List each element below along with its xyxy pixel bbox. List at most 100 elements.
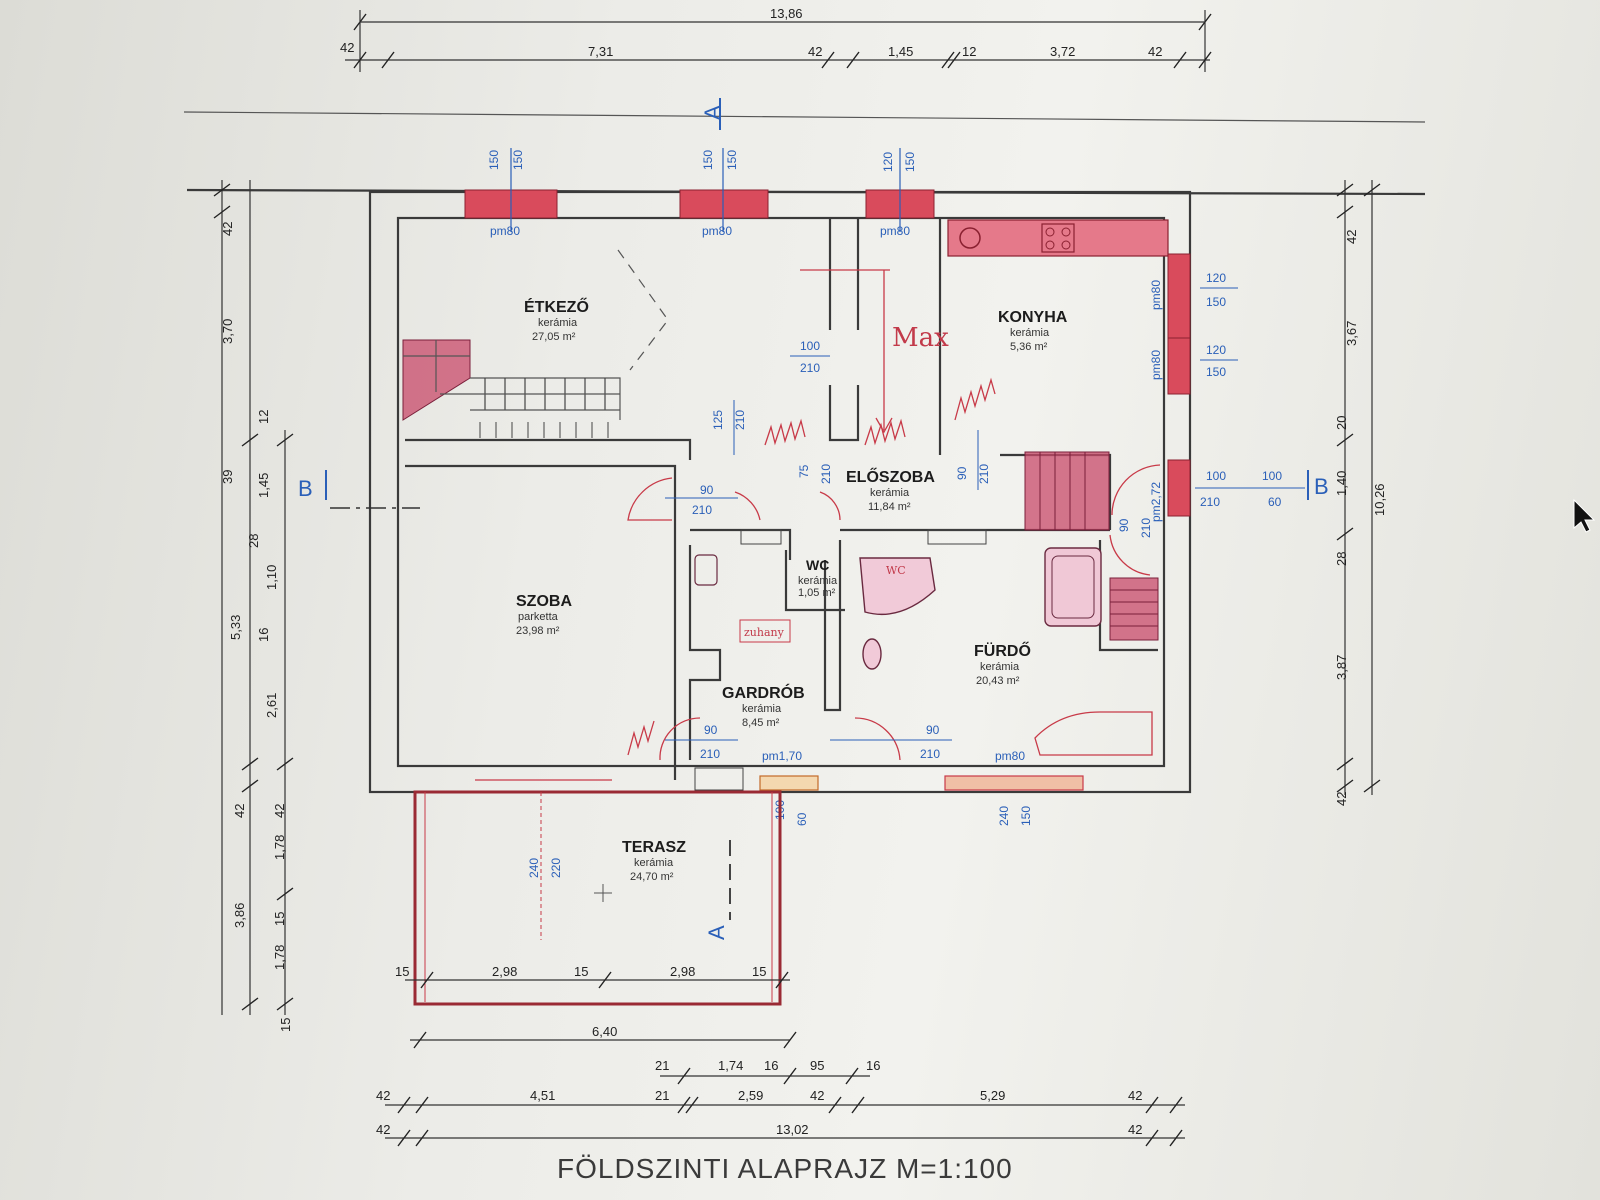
svg-text:150: 150: [903, 152, 917, 172]
svg-text:210: 210: [1200, 495, 1220, 509]
svg-text:210: 210: [977, 464, 991, 484]
door-annotations: 100 210 125 210 75 210 90 210 90 210 100…: [665, 339, 1305, 761]
mouse-cursor-icon: [1573, 498, 1596, 533]
svg-text:42: 42: [376, 1088, 390, 1103]
svg-text:100: 100: [1206, 469, 1226, 483]
room-floor: kerámia: [538, 317, 578, 329]
svg-text:90: 90: [926, 723, 940, 737]
svg-text:210: 210: [733, 410, 747, 430]
svg-text:pm80: pm80: [1149, 350, 1163, 380]
svg-text:42: 42: [1334, 792, 1349, 806]
svg-text:150: 150: [725, 150, 739, 170]
room-wc: WC kerámia 1,05 m²: [798, 557, 838, 599]
room-area: 20,43 m²: [976, 675, 1020, 687]
dim-top-12: 12: [962, 44, 976, 59]
svg-text:220: 220: [549, 858, 563, 878]
svg-text:16: 16: [764, 1058, 778, 1073]
dim-top-42c: 42: [1148, 44, 1162, 59]
svg-text:10,26: 10,26: [1372, 483, 1387, 516]
svg-text:3,87: 3,87: [1334, 655, 1349, 680]
dim-terrace-width: 6,40: [592, 1024, 617, 1039]
wc-note: WC: [886, 564, 906, 577]
dim-top-731: 7,31: [588, 44, 613, 59]
room-area: 1,05 m²: [798, 587, 836, 599]
room-floor: kerámia: [980, 661, 1020, 673]
dim-top-42b: 42: [808, 44, 822, 59]
section-line-top: [183, 111, 1426, 123]
svg-text:100: 100: [800, 339, 820, 353]
door-swings: [627, 464, 1161, 791]
svg-text:1,40: 1,40: [1334, 471, 1349, 496]
svg-text:pm80: pm80: [880, 224, 910, 238]
room-etkezo: ÉTKEZŐ kerámia 27,05 m²: [524, 297, 589, 343]
svg-text:13,02: 13,02: [776, 1122, 809, 1137]
svg-text:150: 150: [701, 150, 715, 170]
svg-text:90: 90: [704, 723, 718, 737]
svg-text:3,70: 3,70: [220, 319, 235, 344]
svg-text:pm80: pm80: [995, 749, 1025, 763]
section-b: B B: [298, 470, 1329, 509]
terrace: 240 220 TERASZ kerámia 24,70 m² A: [413, 790, 782, 1006]
svg-text:12: 12: [256, 410, 271, 424]
window-2: 150 150 pm80: [679, 148, 769, 238]
svg-text:120: 120: [881, 152, 895, 172]
room-konyha: KONYHA kerámia 5,36 m²: [998, 309, 1068, 353]
svg-text:28: 28: [246, 534, 261, 548]
room-name: SZOBA: [516, 593, 572, 610]
svg-text:28: 28: [1334, 552, 1349, 566]
svg-text:90: 90: [700, 483, 714, 497]
svg-text:42: 42: [1128, 1088, 1142, 1103]
room-name: WC: [806, 557, 829, 573]
svg-text:20: 20: [1334, 416, 1349, 430]
svg-text:210: 210: [1139, 518, 1153, 538]
dim-top-42a: 42: [340, 40, 354, 55]
svg-text:150: 150: [487, 150, 501, 170]
svg-text:pm80: pm80: [490, 224, 520, 238]
svg-text:210: 210: [692, 503, 712, 517]
room-name: KONYHA: [998, 309, 1068, 326]
room-floor: parketta: [518, 611, 559, 623]
svg-text:42: 42: [232, 804, 247, 818]
svg-text:pm80: pm80: [1149, 280, 1163, 310]
svg-text:15: 15: [272, 912, 287, 926]
room-area: 11,84 m²: [868, 501, 911, 513]
room-name: ÉTKEZŐ: [524, 297, 589, 316]
window-3: 120 150 pm80: [865, 148, 935, 238]
room-name: ELŐSZOBA: [846, 467, 935, 486]
svg-text:15: 15: [574, 964, 588, 979]
svg-text:15: 15: [752, 964, 766, 979]
svg-text:42: 42: [376, 1122, 390, 1137]
svg-text:39: 39: [220, 470, 235, 484]
room-area: 27,05 m²: [532, 331, 576, 343]
svg-text:1,78: 1,78: [272, 835, 287, 860]
bath-window: pm80 240 150: [944, 749, 1084, 826]
kitchen-counter: [947, 219, 1169, 257]
svg-text:90: 90: [1117, 518, 1131, 532]
svg-text:5,33: 5,33: [228, 615, 243, 640]
svg-text:150: 150: [511, 150, 525, 170]
room-floor: kerámia: [798, 575, 838, 587]
svg-text:210: 210: [800, 361, 820, 375]
svg-text:3,86: 3,86: [232, 903, 247, 928]
room-floor: kerámia: [870, 487, 910, 499]
svg-text:42: 42: [810, 1088, 824, 1103]
dim-total-top: 13,86: [770, 6, 803, 21]
walls: [186, 188, 1426, 794]
top-dimensions: 13,86 42 7,31 42 1,45 12 3,72 42: [340, 6, 1212, 72]
left-dimensions: 42 3,70 12 39 1,45 28 1,10 16 2,61 5,33 …: [213, 180, 294, 1032]
svg-text:pm80: pm80: [702, 224, 732, 238]
handwritten-max: Max: [892, 323, 949, 353]
svg-text:1,10: 1,10: [264, 565, 279, 590]
svg-text:210: 210: [819, 464, 833, 484]
svg-text:60: 60: [1268, 495, 1282, 509]
svg-text:15: 15: [278, 1018, 293, 1032]
kitchen-window-1: pm80 120 150: [1149, 253, 1238, 339]
room-floor: kerámia: [634, 857, 674, 869]
red-sketch: Max: [627, 269, 996, 756]
svg-text:42: 42: [220, 222, 235, 236]
svg-text:240: 240: [527, 858, 541, 878]
svg-text:120: 120: [1206, 343, 1226, 357]
svg-text:150: 150: [1206, 295, 1226, 309]
